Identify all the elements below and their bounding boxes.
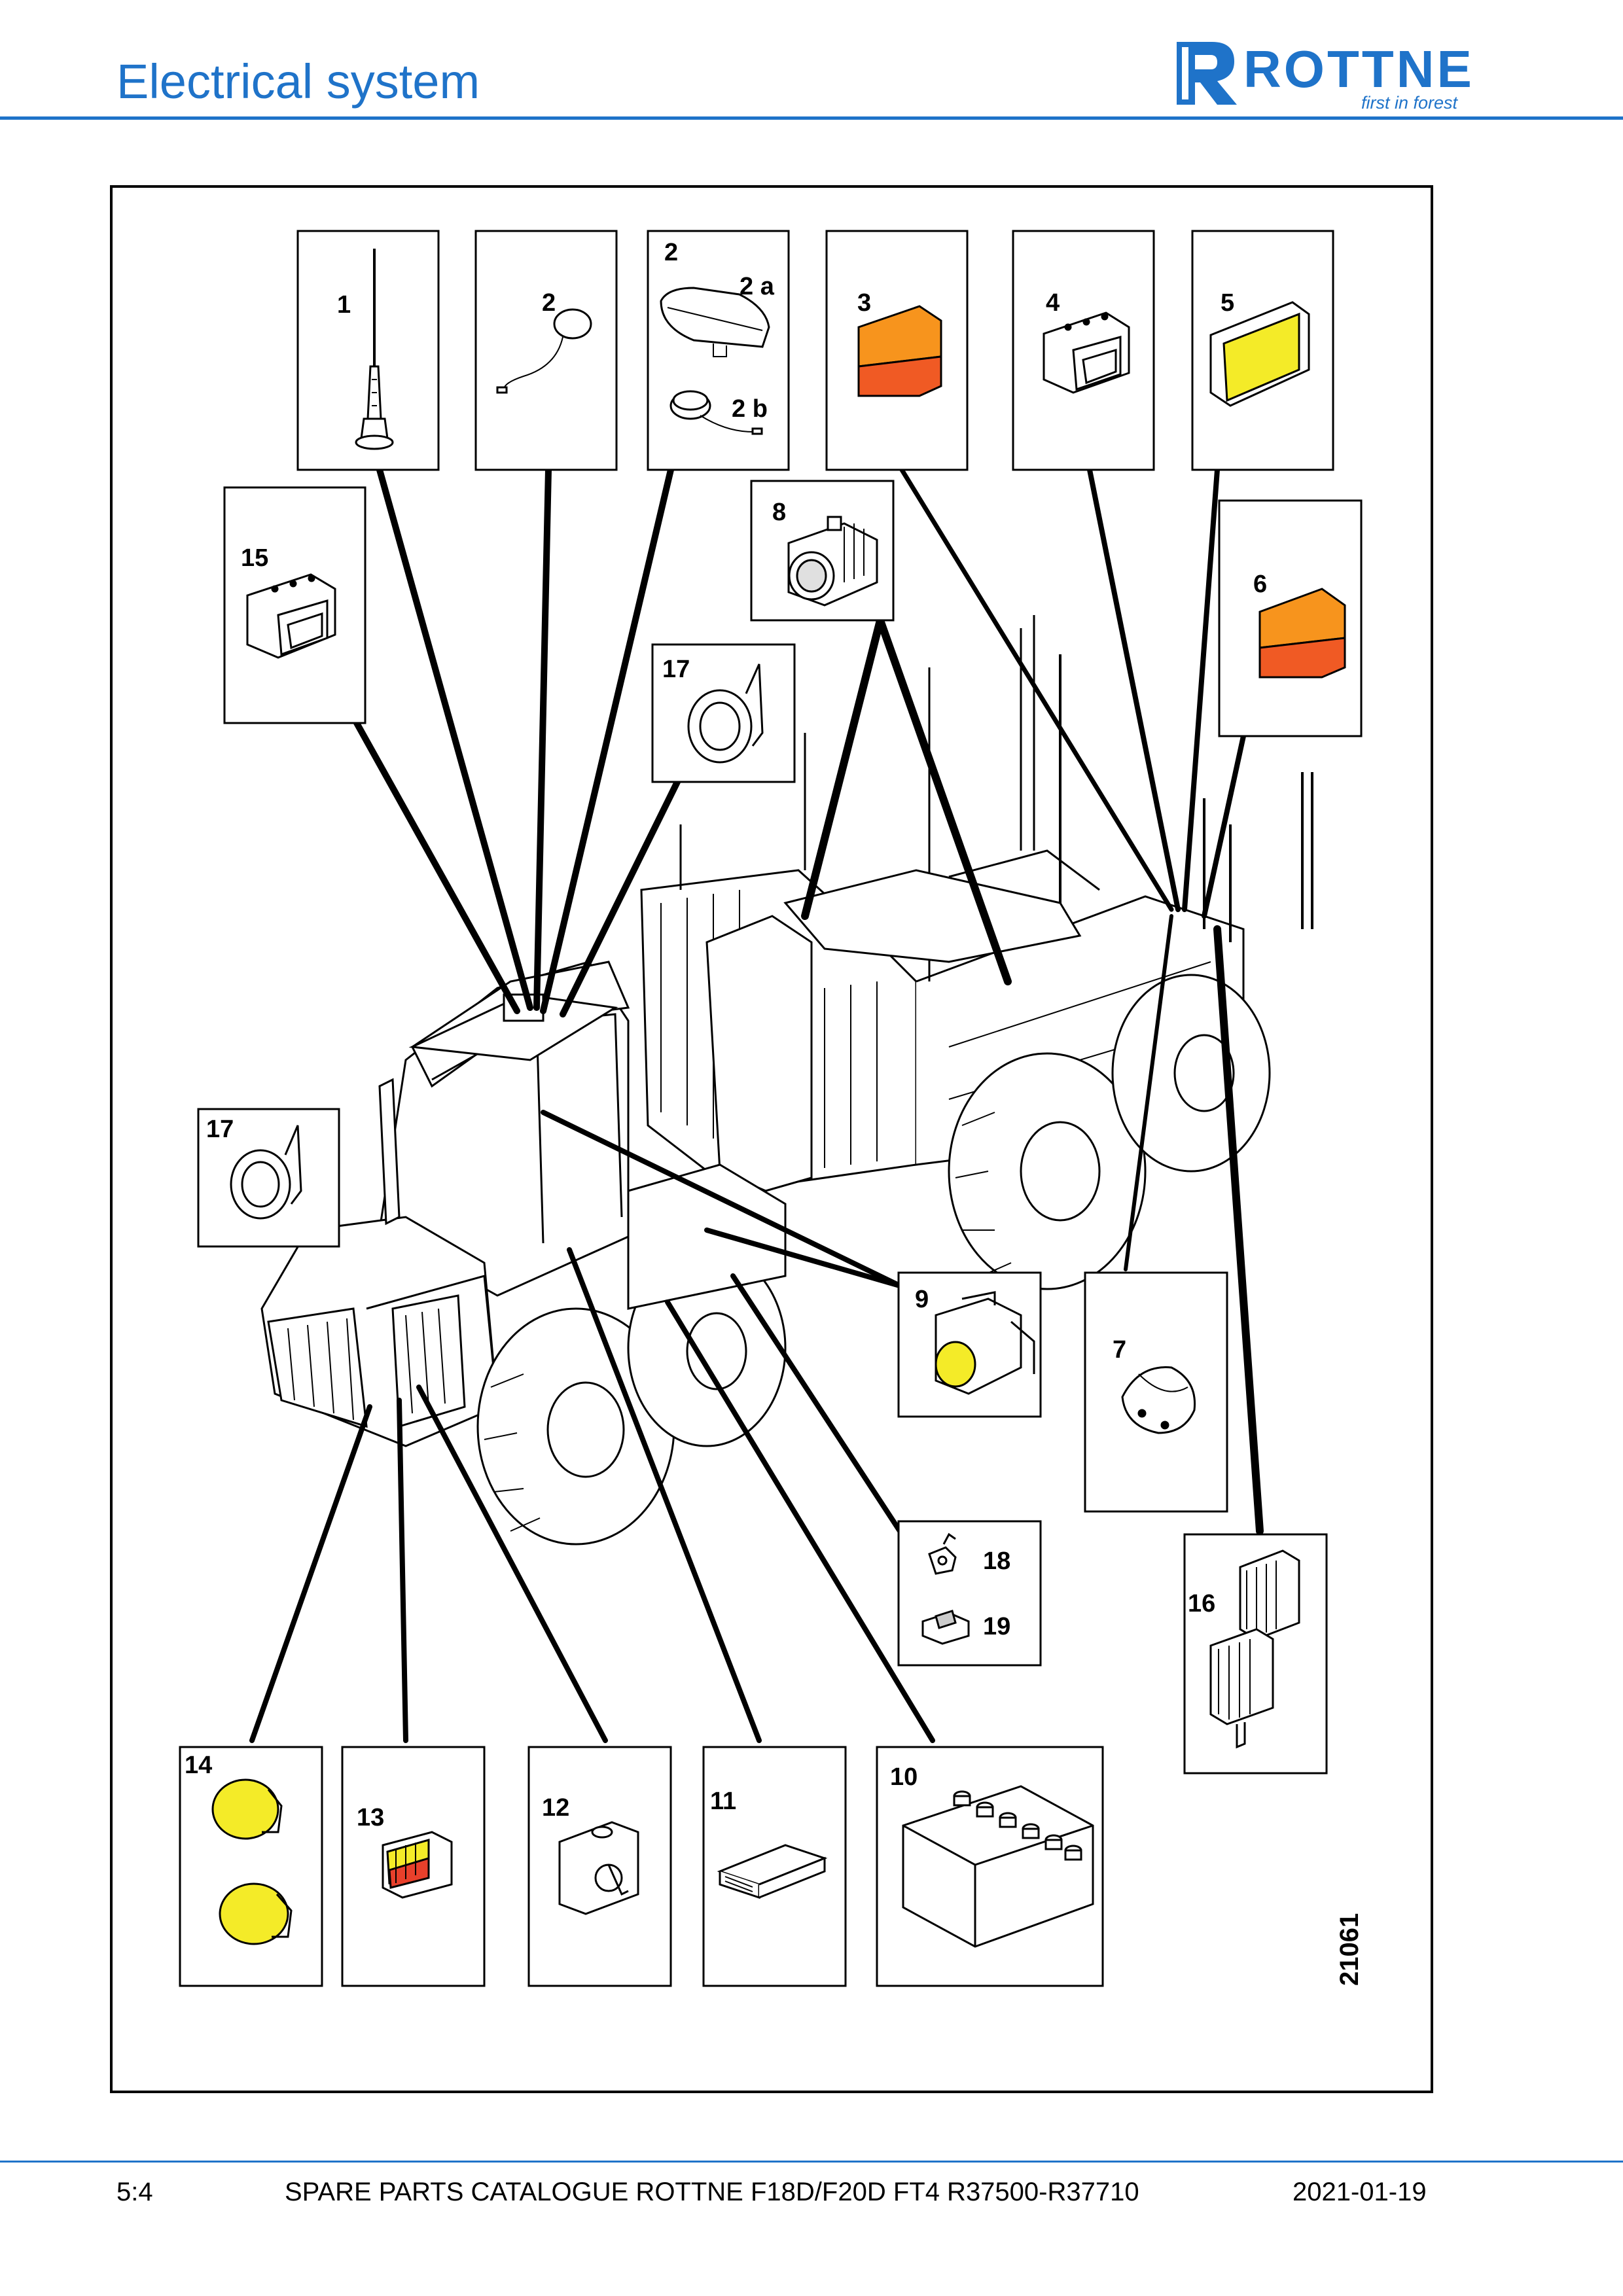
callout-18: 18 [983, 1547, 1010, 1575]
callout-17-top: 17 [662, 656, 690, 683]
callout-2: 2 [542, 289, 556, 317]
header-rule [0, 116, 1623, 120]
rocker-switch-19-icon [921, 1610, 970, 1645]
callout-12: 12 [542, 1794, 569, 1822]
switch-18-icon [928, 1532, 957, 1575]
marker-lamp-orange-red-right-icon [1258, 588, 1346, 679]
leader-lines [249, 467, 1264, 1743]
callout-4: 4 [1046, 289, 1060, 317]
tail-light-icon [382, 1831, 453, 1899]
callout-2-top: 2 [664, 239, 678, 266]
catalogue-title: SPARE PARTS CATALOGUE ROTTNE F18D/F20D F… [285, 2178, 1139, 2206]
led-work-light-icon [787, 516, 878, 607]
callout-19: 19 [983, 1613, 1010, 1640]
catalogue-date: 2021-01-19 [1293, 2178, 1427, 2206]
footer-rule [0, 2161, 1623, 2163]
logo-wordmark: ROTTNE [1243, 40, 1474, 98]
rottne-r-mark-icon [1177, 42, 1237, 105]
callout-labels: 1 2 2 2 a 2 b 3 4 5 8 6 15 17 17 9 7 18 … [185, 239, 1364, 1986]
work-lamp-cab-icon [246, 573, 336, 659]
headlight-pair-icon [211, 1778, 293, 1945]
gps-antenna-icon [660, 287, 770, 357]
battery-main-switch-icon [558, 1821, 639, 1915]
marker-lamp-orange-red-icon [857, 305, 942, 397]
callout-7: 7 [1113, 1336, 1126, 1364]
callout-2a: 2 a [740, 273, 775, 300]
callout-5: 5 [1221, 289, 1234, 317]
callout-14: 14 [185, 1752, 212, 1779]
callout-13: 13 [357, 1804, 384, 1831]
part-box-18-19 [897, 1520, 1042, 1667]
control-unit-icon [717, 1844, 828, 1899]
whip-antenna-icon [355, 249, 394, 450]
work-lamp-small-icon [1043, 311, 1130, 394]
puck-antenna-icon [496, 308, 592, 394]
page-title: Electrical system [116, 54, 480, 109]
beacon-dome-icon [1121, 1366, 1196, 1434]
callout-3: 3 [857, 289, 871, 317]
part-box-2 [474, 230, 618, 471]
logo-tagline: first in forest [1361, 93, 1458, 113]
work-lamp-flat-yellow-icon [1209, 301, 1310, 407]
callout-9: 9 [915, 1286, 929, 1313]
horn-left-icon [230, 1125, 302, 1220]
work-lamp-yellow-icon [935, 1291, 1035, 1395]
horn-icon [687, 663, 764, 764]
small-puck-antenna-icon [669, 390, 763, 435]
figure-number: 21061 [1335, 1913, 1364, 1986]
callout-8: 8 [772, 499, 786, 526]
relay-module-icon [1209, 1549, 1300, 1749]
rottne-logo: ROTTNE first in forest [1171, 37, 1512, 113]
callout-17-left: 17 [206, 1116, 234, 1143]
callout-16: 16 [1188, 1590, 1215, 1617]
callout-15: 15 [241, 544, 268, 572]
callout-6: 6 [1253, 571, 1267, 598]
diagram-frame [110, 185, 1433, 2093]
battery-icon [902, 1785, 1094, 1948]
page-number: 5:4 [116, 2178, 153, 2206]
callout-2b: 2 b [732, 395, 768, 423]
callout-10: 10 [890, 1763, 918, 1791]
callout-1: 1 [337, 291, 351, 319]
callout-11: 11 [710, 1788, 736, 1815]
